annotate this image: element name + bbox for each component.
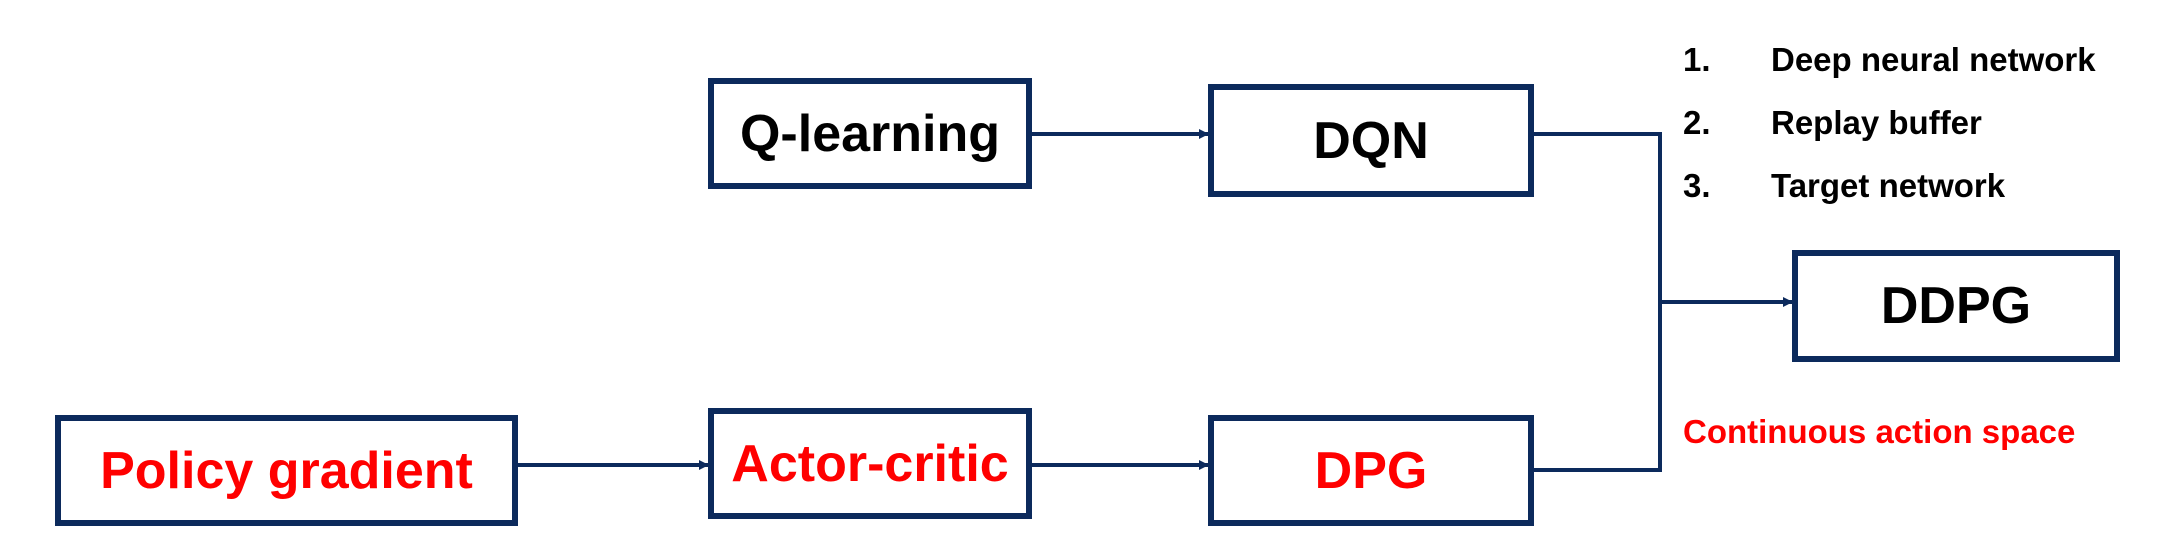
node-ddpg-label: DDPG — [1880, 277, 2032, 335]
feature-item: 2. Replay buffer — [1683, 103, 2096, 166]
node-actor-critic-label: Actor-critic — [731, 434, 1009, 493]
node-dpg: DPG — [1208, 415, 1534, 526]
node-q-learning-label: Q-learning — [739, 104, 1001, 163]
node-actor-critic: Actor-critic — [708, 408, 1032, 519]
node-dpg-label: DPG — [1314, 441, 1428, 500]
node-policy-gradient: Policy gradient — [55, 415, 518, 526]
feature-number: 2. — [1683, 104, 1711, 141]
edge-dqn-to-merge — [1532, 132, 1662, 302]
continuous-action-space-note: Continuous action space — [1683, 413, 2076, 450]
node-ddpg: DDPG — [1792, 250, 2120, 362]
feature-text: Target network — [1771, 167, 2006, 204]
feature-item: 3. Target network — [1683, 166, 2096, 229]
feature-text: Deep neural network — [1771, 41, 2096, 78]
feature-number: 3. — [1683, 167, 1711, 204]
feature-item: 1. Deep neural network — [1683, 40, 2096, 103]
feature-text: Replay buffer — [1771, 104, 1982, 141]
edge-dpg-to-merge — [1532, 302, 1662, 472]
node-policy-gradient-label: Policy gradient — [100, 441, 473, 500]
node-q-learning: Q-learning — [708, 78, 1032, 189]
dqn-features-list: 1. Deep neural network 2. Replay buffer 3.… — [1683, 40, 2096, 229]
node-dqn: DQN — [1208, 84, 1534, 197]
node-dqn-label: DQN — [1313, 111, 1429, 170]
feature-number: 1. — [1683, 41, 1711, 78]
